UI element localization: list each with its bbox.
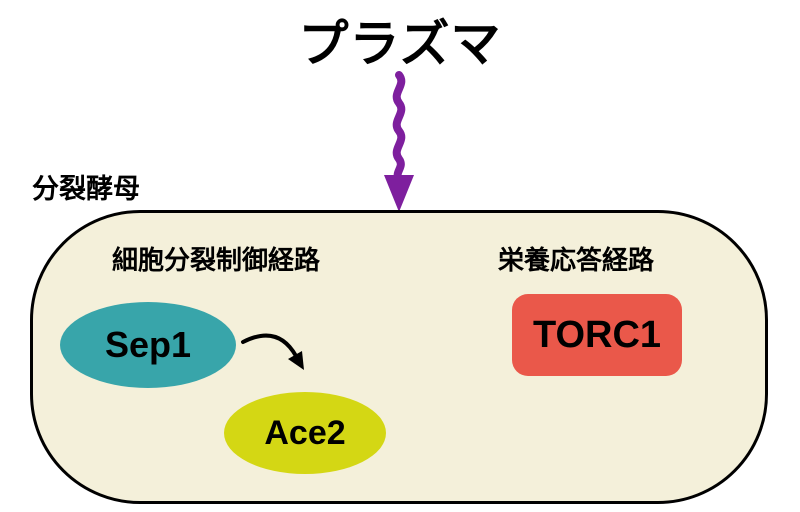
- nutrient-response-pathway-label: 栄養応答経路: [498, 245, 655, 275]
- torc1-node: TORC1: [512, 294, 682, 376]
- cell-division-pathway-label: 細胞分裂制御経路: [112, 245, 321, 275]
- sep1-to-ace2-arrow-shaft: [241, 333, 298, 358]
- ace2-label: Ace2: [264, 413, 346, 452]
- organism-label: 分裂酵母: [32, 174, 140, 204]
- plasma-arrowhead-icon: [384, 175, 414, 212]
- torc1-label: TORC1: [532, 313, 662, 356]
- diagram-title: プラズマ: [298, 16, 502, 72]
- sep1-label: Sep1: [104, 324, 192, 365]
- ace2-node: Ace2: [224, 392, 386, 474]
- sep1-node: Sep1: [60, 302, 236, 388]
- sep1-to-ace2-arrow: [241, 333, 304, 370]
- plasma-arrow: [384, 71, 414, 212]
- plasma-arrow-shaft: [392, 71, 406, 183]
- sep1-to-ace2-arrowhead-icon: [288, 351, 304, 370]
